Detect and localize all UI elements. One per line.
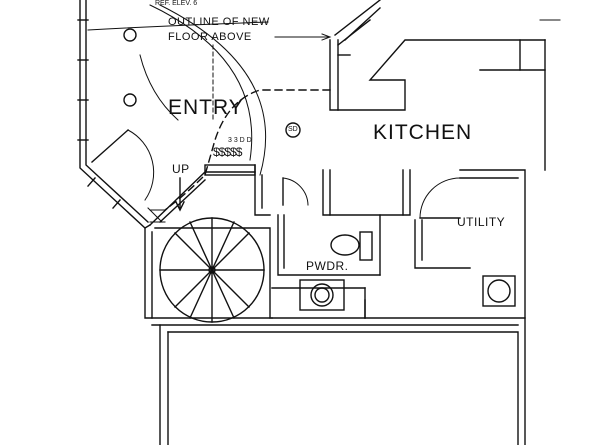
bay-window-wall <box>77 0 151 229</box>
entry-door <box>91 129 155 201</box>
reference-elevation-note: REF. ELEV. 6 <box>155 0 198 7</box>
stair-up-label: UP <box>172 162 190 176</box>
light-arcs <box>87 4 269 176</box>
room-label-utility: UTILITY <box>457 215 506 229</box>
up-arrow-icon <box>175 177 185 212</box>
washer-icon <box>482 275 516 307</box>
smoke-detector-icon <box>285 122 301 138</box>
room-label-entry: ENTRY <box>168 96 244 119</box>
spiral-stair <box>147 207 271 323</box>
toilet-icon <box>330 231 373 261</box>
interior-walls <box>277 169 526 445</box>
kitchen-right-wall <box>539 19 561 171</box>
note-leader <box>274 33 332 41</box>
lower-walls <box>151 287 526 445</box>
stair-enclosure <box>144 164 273 319</box>
powder-door <box>282 177 309 206</box>
switch-bank-label: $$$$$ <box>213 145 242 159</box>
kitchen-walls <box>329 0 546 111</box>
room-label-powder: PWDR. <box>306 259 349 273</box>
utility-door <box>419 177 461 219</box>
outline-note-line2: FLOOR ABOVE <box>168 31 252 43</box>
floor-above-outline <box>164 89 331 211</box>
room-label-kitchen: KITCHEN <box>373 121 473 144</box>
outline-note-line1: OUTLINE OF NEW <box>168 16 270 28</box>
light-fixture-icons <box>123 28 137 107</box>
switch-marks-label: 3 3 D D <box>228 137 252 144</box>
smoke-detector-label: SD <box>288 126 298 133</box>
water-heater-icon <box>299 279 345 311</box>
